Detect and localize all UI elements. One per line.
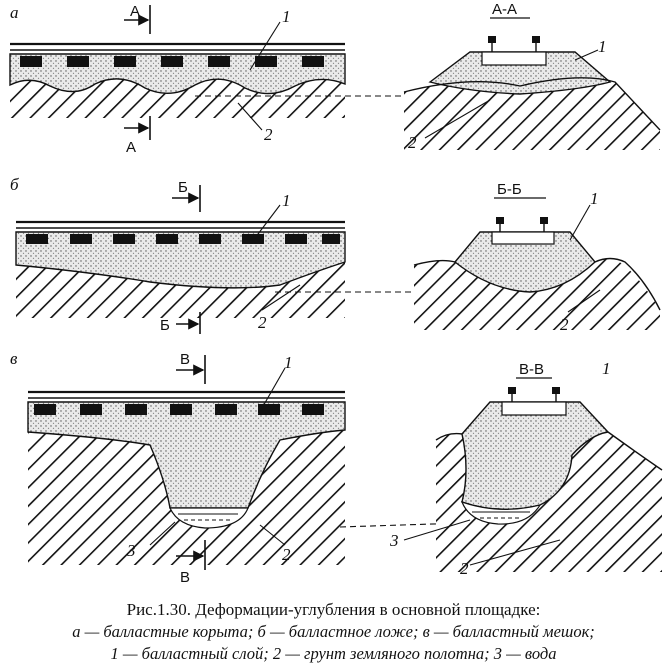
section-a-a-title: А-А (492, 1, 517, 18)
panel-c-label-3: 3 (126, 541, 136, 560)
section-b-b-title: Б-Б (497, 181, 522, 198)
panel-c-mark-top: В (180, 351, 190, 368)
panel-b-sleepers (26, 234, 340, 244)
section-a-a-ground (404, 77, 660, 150)
panel-a-ground (10, 78, 345, 118)
panel-a: а А А 1 2 А-А (9, 1, 661, 156)
section-b-b-label-2: 2 (560, 315, 569, 334)
panel-c-ground (28, 430, 345, 565)
panel-c: в В В 1 3 2 В-В 1 (10, 349, 663, 586)
panel-c-letter: в (10, 349, 18, 368)
panel-c-label-1: 1 (284, 353, 293, 372)
section-c-c-title: В-В (519, 361, 544, 378)
panel-b-label-2: 2 (258, 313, 267, 332)
panel-c-sleepers (34, 404, 324, 415)
section-b-b-label-1: 1 (590, 189, 599, 208)
panel-b-mark-bottom: Б (160, 317, 170, 334)
panel-a-label-2: 2 (264, 125, 273, 144)
section-a-a-label-1: 1 (598, 37, 607, 56)
panel-a-mark-top: А (130, 3, 140, 20)
panel-a-letter: а (10, 3, 19, 22)
section-b-b: Б-Б 1 2 (413, 181, 661, 334)
section-c-c-ground (436, 432, 662, 572)
panel-c-water-pocket (169, 507, 249, 529)
panel-a-sleepers (20, 56, 324, 67)
panel-a-mark-bottom: А (126, 139, 136, 156)
panel-b-label-1: 1 (282, 191, 291, 210)
panel-c-mark-bottom: В (180, 569, 190, 586)
panel-b-mark-top: Б (178, 179, 188, 196)
panel-b-letter: б (10, 175, 19, 194)
panel-c-label-2: 2 (282, 545, 291, 564)
panel-b-ballast-layer (15, 231, 346, 289)
section-c-c-label-2: 2 (460, 559, 469, 578)
section-c-c-water-pocket (460, 501, 542, 525)
panel-a-label-1: 1 (282, 7, 291, 26)
section-c-c: В-В 1 3 2 (389, 359, 663, 578)
caption-line-1: а — балластные корыта; б — балластное ло… (72, 622, 595, 641)
section-a-a-ballast (428, 51, 612, 95)
panel-b-ground (16, 262, 345, 318)
figure-caption: Рис.1.30. Деформации-углубления в основн… (0, 598, 667, 665)
caption-line-2: 1 — балластный слой; 2 — грунт земляного… (110, 644, 557, 663)
section-a-a-label-2: 2 (408, 133, 417, 152)
section-c-c-label-3: 3 (389, 531, 399, 550)
section-b-b-ballast (454, 231, 596, 293)
panel-b: б Б Б 1 2 Б-Б (10, 175, 661, 334)
section-c-c-label-1: 1 (602, 359, 611, 378)
section-a-a: А-А 1 2 (403, 1, 661, 152)
caption-title: Рис.1.30. Деформации-углубления в основн… (126, 600, 541, 619)
